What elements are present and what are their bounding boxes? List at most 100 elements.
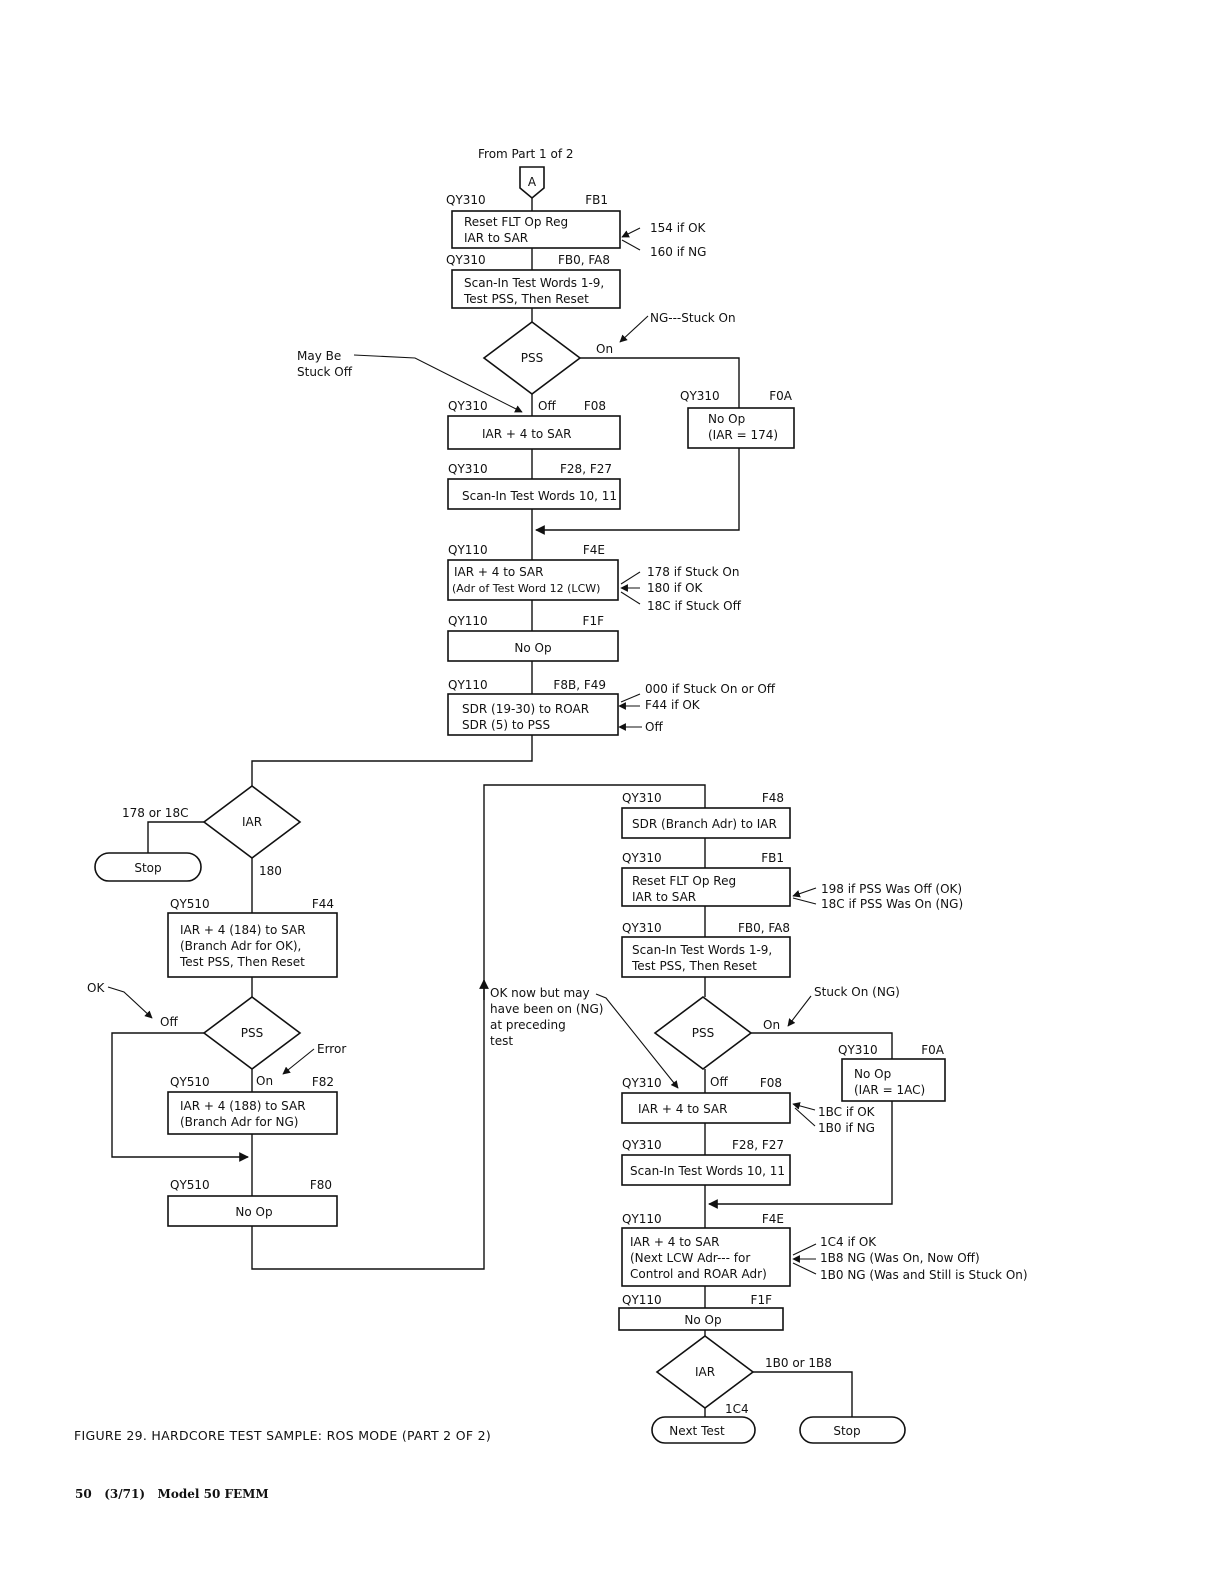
block-loc: QY110 [448, 543, 488, 557]
block-line: IAR + 4 to SAR [482, 427, 571, 441]
block-loc: QY310 [838, 1043, 878, 1057]
block-loc: QY110 [622, 1293, 662, 1307]
terminal-stop [94, 852, 202, 882]
terminal-next-test [651, 1416, 756, 1444]
block-loc: QY310 [446, 253, 486, 267]
decision-text: IAR [695, 1365, 715, 1379]
connector-letter: A [528, 175, 537, 189]
block-addr: F0A [921, 1043, 945, 1057]
process-block [618, 1307, 784, 1331]
process-block [621, 1227, 791, 1287]
process-block [447, 559, 619, 601]
block-addr: F1F [583, 614, 605, 628]
block-line: SDR (5) to PSS [462, 718, 550, 732]
block-line: Test PSS, Then Reset [179, 955, 305, 969]
branch-label: 1C4 [725, 1402, 749, 1416]
block-line: No Op [514, 641, 551, 655]
block-line: (Adr of Test Word 12 (LCW) [452, 582, 600, 595]
block-addr: FB0, FA8 [738, 921, 790, 935]
process-block [167, 1195, 338, 1227]
block-line: IAR + 4 to SAR [630, 1235, 719, 1249]
from-part-label: From Part 1 of 2 [478, 147, 574, 161]
note-stuck-on: Stuck On (NG) [814, 985, 900, 999]
note-error: Error [317, 1042, 346, 1056]
decision-text: PSS [521, 351, 543, 365]
block-addr: F80 [310, 1178, 332, 1192]
block-line: (Branch Adr for NG) [180, 1115, 298, 1129]
block-addr: F48 [762, 791, 784, 805]
process-block [621, 867, 791, 907]
note-ok-now: OK now but may [490, 986, 590, 1000]
process-block [167, 912, 338, 978]
note-stuck-off: Stuck Off [297, 365, 353, 379]
decision-text: PSS [692, 1026, 714, 1040]
branch-label: 1B0 or 1B8 [765, 1356, 832, 1370]
note-stuck-off: May Be [297, 349, 341, 363]
block-loc: QY310 [622, 851, 662, 865]
block-line: SDR (19-30) to ROAR [462, 702, 589, 716]
terminal-text: Next Test [669, 1424, 725, 1438]
process-block [447, 415, 621, 450]
block-addr: FB0, FA8 [558, 253, 610, 267]
result-note: 1C4 if OK [820, 1235, 877, 1249]
process-block [621, 936, 791, 978]
block-addr: F08 [584, 399, 606, 413]
block-line: Scan-In Test Words 1-9, [464, 276, 604, 290]
block-loc: QY310 [448, 462, 488, 476]
note-ok: OK [87, 981, 105, 995]
process-block [841, 1058, 946, 1102]
block-loc: QY510 [170, 1178, 210, 1192]
block-line: IAR + 4 (188) to SAR [180, 1099, 306, 1113]
terminal-text: Stop [833, 1424, 860, 1438]
process-block [447, 630, 619, 662]
block-addr: F82 [312, 1075, 334, 1089]
block-line: Scan-In Test Words 10, 11 [630, 1164, 785, 1178]
result-note: 160 if NG [650, 245, 706, 259]
block-addr: F4E [762, 1212, 784, 1226]
process-block [621, 807, 791, 839]
block-line: Test PSS, Then Reset [631, 959, 757, 973]
note-ok-now: have been on (NG) [490, 1002, 603, 1016]
block-line: No Op [854, 1067, 891, 1081]
block-loc: QY110 [622, 1212, 662, 1226]
block-loc: QY110 [448, 614, 488, 628]
branch-label: On [256, 1074, 273, 1088]
block-line: (Next LCW Adr--- for [630, 1251, 750, 1265]
branch-label: 178 or 18C [122, 806, 188, 820]
block-addr: F0A [769, 389, 793, 403]
terminal-text: Stop [134, 861, 161, 875]
result-note: 000 if Stuck On or Off [645, 682, 776, 696]
result-note: 18C if Stuck Off [647, 599, 742, 613]
block-line: No Op [708, 412, 745, 426]
process-block [621, 1092, 791, 1124]
terminal-stop [799, 1416, 906, 1444]
block-line: Control and ROAR Adr) [630, 1267, 767, 1281]
block-addr: F44 [312, 897, 334, 911]
block-line: No Op [684, 1313, 721, 1327]
block-loc: QY310 [448, 399, 488, 413]
block-line: IAR + 4 to SAR [454, 565, 543, 579]
block-line: IAR + 4 to SAR [638, 1102, 727, 1116]
result-note: 180 if OK [647, 581, 704, 595]
block-line: Scan-In Test Words 10, 11 [462, 489, 617, 503]
block-line: (Branch Adr for OK), [180, 939, 301, 953]
block-line: Reset FLT Op Reg [464, 215, 568, 229]
block-addr: F28, F27 [732, 1138, 784, 1152]
note-stuck-on: NG---Stuck On [650, 311, 736, 325]
result-note: 1B0 NG (Was and Still is Stuck On) [820, 1268, 1028, 1282]
result-note: Off [645, 720, 663, 734]
block-line: IAR to SAR [632, 890, 696, 904]
block-loc: QY310 [622, 791, 662, 805]
block-loc: QY510 [170, 897, 210, 911]
result-note: 198 if PSS Was Off (OK) [821, 882, 962, 896]
block-loc: QY310 [622, 1138, 662, 1152]
block-loc: QY310 [622, 921, 662, 935]
block-addr: F08 [760, 1076, 782, 1090]
process-block [451, 269, 621, 309]
process-block [687, 407, 795, 449]
block-addr: F8B, F49 [553, 678, 606, 692]
block-line: (IAR = 174) [708, 428, 778, 442]
process-block [621, 1154, 791, 1186]
figure-caption: FIGURE 29. HARDCORE TEST SAMPLE: ROS MOD… [74, 1428, 491, 1443]
